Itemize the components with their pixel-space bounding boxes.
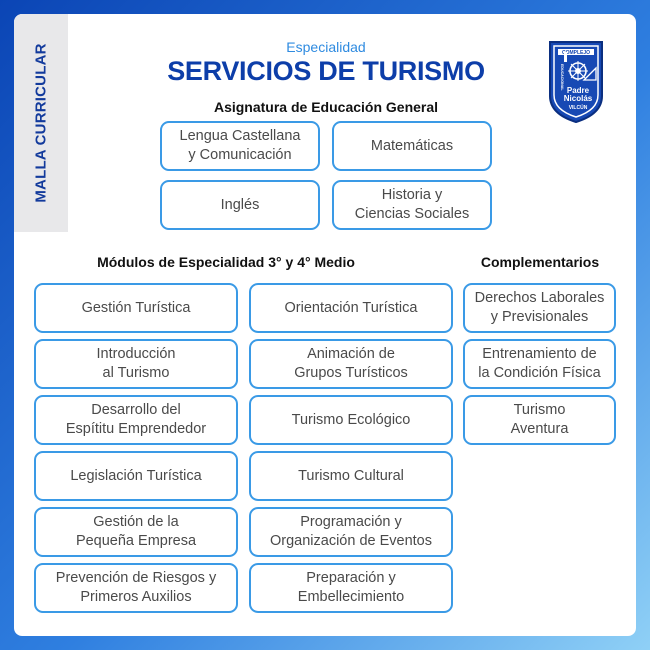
general-item-lengua: Lengua Castellana y Comunicación <box>160 121 320 171</box>
logo-name-line1: Padre <box>567 86 590 95</box>
complementary-heading: Complementarios <box>480 254 600 270</box>
complementary-item: Turismo Aventura <box>463 395 616 445</box>
logo-name-line2: Nicolás <box>564 94 593 103</box>
module-right-item: Turismo Cultural <box>249 451 453 501</box>
complementary-item: Entrenamiento de la Condición Física <box>463 339 616 389</box>
module-right-item: Animación de Grupos Turísticos <box>249 339 453 389</box>
module-right-item: Preparación y Embellecimiento <box>249 563 453 613</box>
general-item-ingles: Inglés <box>160 180 320 230</box>
module-right-item: Orientación Turística <box>249 283 453 333</box>
school-logo: COMPLEJO EDUCACIONAL Padre Nicolás VILCÚ… <box>549 41 603 124</box>
module-left-item: Legislación Turística <box>34 451 238 501</box>
module-left-item: Desarrollo del Espítitu Emprendedor <box>34 395 238 445</box>
side-tab: MALLA CURRICULAR <box>14 14 68 232</box>
general-item-matematicas: Matemáticas <box>332 121 492 171</box>
logo-top-text: COMPLEJO <box>562 50 590 56</box>
logo-side-text: EDUCACIONAL <box>560 64 564 91</box>
module-left-item: Gestión de la Pequeña Empresa <box>34 507 238 557</box>
module-left-item: Introducción al Turismo <box>34 339 238 389</box>
module-left-item: Prevención de Riesgos y Primeros Auxilio… <box>34 563 238 613</box>
page-title: SERVICIOS DE TURISMO <box>167 56 485 86</box>
side-tab-label: MALLA CURRICULAR <box>32 43 50 203</box>
page-subtitle: Especialidad <box>286 39 366 55</box>
module-left-item: Gestión Turística <box>34 283 238 333</box>
general-item-historia: Historia y Ciencias Sociales <box>332 180 492 230</box>
modules-heading: Módulos de Especialidad 3° y 4° Medio <box>97 254 355 270</box>
general-heading: Asignatura de Educación General <box>213 99 439 115</box>
module-right-item: Turismo Ecológico <box>249 395 453 445</box>
logo-bottom-text: VILCÚN <box>569 104 588 111</box>
module-right-item: Programación y Organización de Eventos <box>249 507 453 557</box>
complementary-item: Derechos Laborales y Previsionales <box>463 283 616 333</box>
curriculum-card: MALLA CURRICULAR Especialidad SERVICIOS … <box>14 14 636 636</box>
